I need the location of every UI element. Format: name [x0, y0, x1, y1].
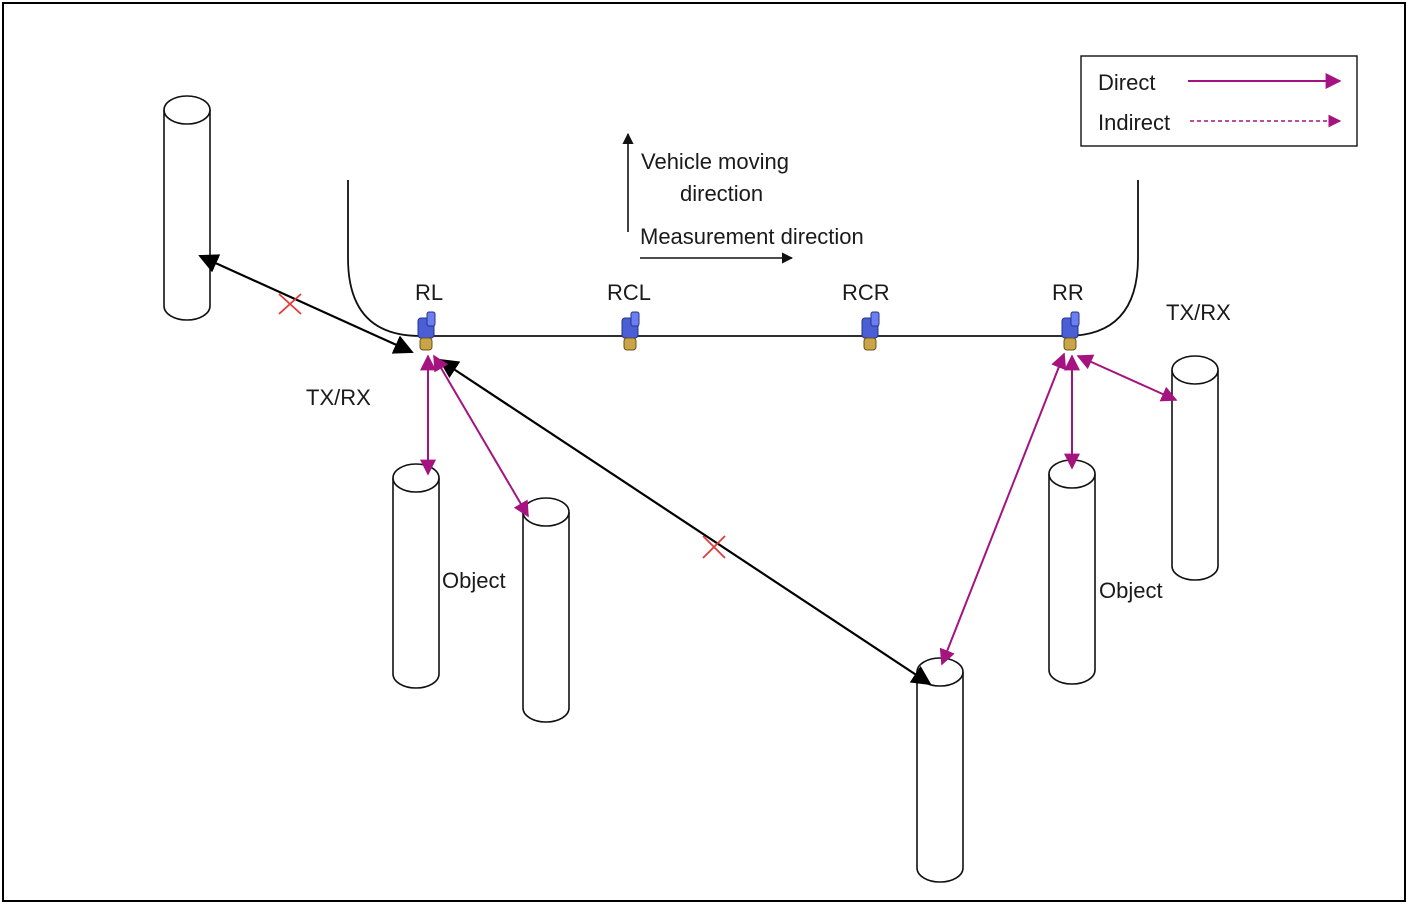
object-left-label: Object — [442, 568, 506, 593]
cylinder-top-left — [163, 95, 211, 321]
sensor-rr-icon — [1061, 311, 1080, 351]
vehicle-moving-label-2: direction — [680, 181, 763, 206]
sensor-rcr-icon — [861, 311, 880, 351]
sensor-rr-label: RR — [1052, 280, 1084, 305]
txrx-right-label: TX/RX — [1166, 300, 1231, 325]
direct-path-rr-far-right — [1076, 354, 1178, 402]
blocked-marker-center — [702, 535, 726, 559]
blocked-path-center — [438, 358, 932, 686]
cylinder-object-left-1 — [392, 463, 440, 689]
sensor-rcl-label: RCL — [607, 280, 651, 305]
cylinder-far-right — [1171, 355, 1219, 581]
blocked-path-top-left — [198, 254, 414, 354]
cylinder-object-left-2 — [522, 497, 570, 723]
legend-indirect-label: Indirect — [1098, 110, 1170, 135]
direct-path-rr-center — [939, 352, 1067, 666]
vehicle-moving-label: Vehicle moving — [641, 149, 789, 174]
sensor-rl-icon — [417, 311, 436, 351]
legend: Direct Indirect — [1080, 55, 1358, 147]
measurement-direction-label: Measurement direction — [640, 224, 864, 249]
txrx-left-label: TX/RX — [306, 385, 371, 410]
legend-direct-label: Direct — [1098, 70, 1155, 95]
cylinder-object-center — [916, 657, 964, 883]
object-right-label: Object — [1099, 578, 1163, 603]
cylinder-object-right — [1048, 459, 1096, 685]
blocked-marker-top-left — [278, 293, 302, 315]
sensor-rl-label: RL — [415, 280, 443, 305]
sensor-rcr-label: RCR — [842, 280, 890, 305]
direct-path-rl-object-2 — [433, 354, 529, 518]
sensor-rcl-icon — [621, 311, 640, 351]
